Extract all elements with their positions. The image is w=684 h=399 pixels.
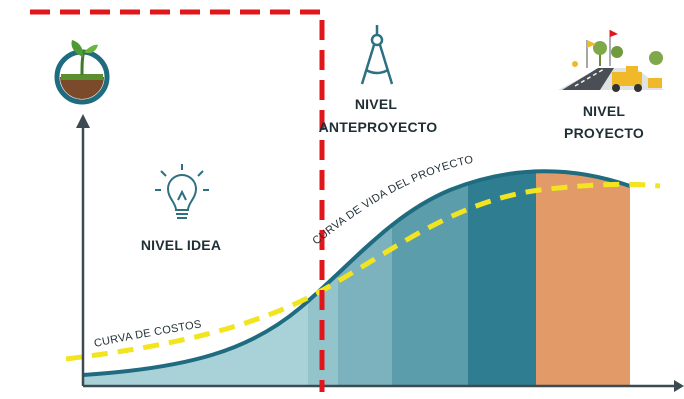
area-band-6: [536, 171, 630, 385]
stage-label-anteproyecto-line1: NIVEL: [355, 96, 397, 112]
area-band-3: [338, 171, 392, 385]
road-construction-icon: [558, 30, 664, 92]
compass-icon: [360, 25, 394, 85]
project-life-curve: [82, 169, 631, 377]
cost-curve: [65, 181, 661, 362]
x-axis-arrow-icon: [674, 380, 684, 392]
stage-label-proyecto-line2: PROYECTO: [564, 125, 644, 141]
stage-label-proyecto-line1: NIVEL: [583, 103, 625, 119]
y-axis-arrow-icon: [76, 114, 90, 128]
idea-stage-divider: [30, 9, 325, 392]
plant-soil-icon: [54, 40, 110, 105]
lightbulb-icon: [155, 164, 209, 219]
area-band-5: [468, 171, 536, 385]
stage-label-idea: NIVEL IDEA: [141, 237, 221, 253]
stage-label-anteproyecto-line2: ANTEPROYECTO: [319, 119, 438, 135]
lifecycle-area: [83, 171, 630, 385]
